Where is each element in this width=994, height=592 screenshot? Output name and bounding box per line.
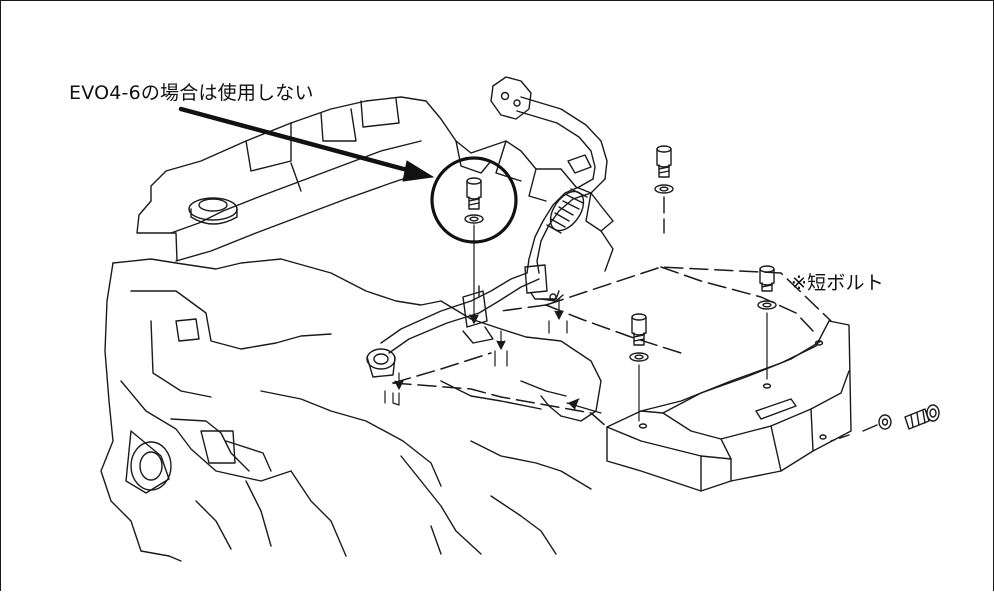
bolt-upper — [654, 145, 674, 234]
bolt-side — [830, 404, 940, 442]
oil-line-pipe — [366, 76, 608, 378]
bolt-middle — [629, 313, 649, 422]
engine-block — [100, 96, 614, 562]
callout-arrow — [178, 106, 435, 182]
not-used-annotation: EVO4-6の場合は使用しない — [69, 82, 314, 104]
bolt-circled — [464, 177, 484, 324]
bolt-short — [757, 265, 777, 380]
locating-arrows — [384, 298, 602, 414]
heat-shield-cover — [606, 320, 852, 492]
cover-position-dashed-outline — [392, 266, 832, 428]
callout-circle — [430, 156, 518, 244]
short-bolt-annotation: ※短ボルト — [791, 272, 884, 294]
